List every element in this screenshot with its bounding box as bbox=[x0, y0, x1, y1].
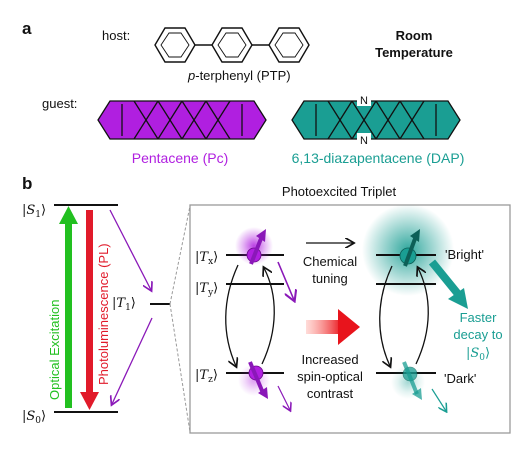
zoom-line-bottom bbox=[169, 303, 191, 433]
pc-dark-spin-icon bbox=[238, 361, 270, 399]
tz-label: |Tz⟩ bbox=[195, 368, 218, 385]
faster-s-letter: S bbox=[470, 346, 479, 361]
ty-letter: T bbox=[199, 281, 209, 296]
optical-excitation-arrow bbox=[59, 206, 78, 408]
t1-letter: T bbox=[116, 296, 126, 311]
tx-label: |Tx⟩ bbox=[195, 250, 218, 267]
s1-letter: S bbox=[26, 203, 35, 218]
host-name-italic: p bbox=[187, 68, 195, 83]
t1-decay-arrow bbox=[112, 317, 153, 404]
isc-arrow bbox=[109, 209, 151, 290]
s0-label: |S0⟩ bbox=[22, 409, 46, 426]
s0-sub: 0 bbox=[35, 416, 41, 426]
s1-sub: 1 bbox=[35, 210, 41, 220]
pc-dark-decay-arrow bbox=[277, 385, 290, 410]
right-isc-curve-down bbox=[379, 265, 393, 366]
chemical-tuning-line2: tuning bbox=[312, 271, 347, 286]
ty-label: |Ty⟩ bbox=[195, 281, 218, 298]
host-label: host: bbox=[102, 28, 130, 43]
pc-bright-spin-icon bbox=[235, 227, 273, 265]
s1-label: |S1⟩ bbox=[22, 203, 46, 220]
dap-nitrogen-bottom: N bbox=[360, 135, 368, 147]
dark-label: 'Dark' bbox=[444, 371, 476, 386]
tz-sub: z bbox=[208, 375, 213, 385]
fast-decay-arrow bbox=[428, 259, 468, 309]
faster-decay-line1: Faster bbox=[460, 310, 498, 325]
tz-letter: T bbox=[199, 368, 209, 383]
pc-bright-decay-arrow bbox=[277, 261, 294, 300]
dap-n-top-bg bbox=[357, 93, 371, 106]
pentacene-structure bbox=[97, 100, 267, 140]
ty-sub: y bbox=[207, 288, 214, 298]
photoexcited-triplet-title: Photoexcited Triplet bbox=[282, 184, 397, 199]
dap-bright-spin-icon bbox=[399, 229, 420, 267]
host-name-rest: -terphenyl (PTP) bbox=[195, 68, 290, 83]
faster-decay-line2: decay to bbox=[453, 327, 502, 342]
faster-s-sub: 0 bbox=[479, 353, 485, 363]
pentacene-name: Pentacene (Pc) bbox=[132, 150, 229, 166]
panel-b-label: b bbox=[22, 174, 32, 193]
p-terphenyl-structure bbox=[154, 27, 310, 63]
t1-sub: 1 bbox=[125, 303, 131, 313]
photoluminescence-label: Photoluminescence (PL) bbox=[96, 243, 111, 385]
bright-label: 'Bright' bbox=[445, 247, 484, 262]
increased-contrast-line1: Increased bbox=[301, 352, 358, 367]
t1-label: |T1⟩ bbox=[112, 296, 136, 313]
dap-dark-decay-arrow bbox=[431, 388, 446, 411]
right-isc-curve-up bbox=[415, 268, 429, 365]
photoluminescence-arrow bbox=[80, 210, 99, 410]
increased-contrast-line3: contrast bbox=[307, 386, 354, 401]
chemical-tuning-line1: Chemical bbox=[303, 254, 357, 269]
panel-a-label: a bbox=[22, 19, 32, 38]
guest-label: guest: bbox=[42, 96, 77, 111]
dap-nitrogen-top: N bbox=[360, 95, 368, 107]
faster-decay-state: |S0⟩ bbox=[466, 346, 490, 363]
triplet-zoom-box bbox=[189, 204, 511, 434]
room-temperature-line2: Temperature bbox=[375, 45, 453, 60]
host-name: p-terphenyl (PTP) bbox=[187, 68, 291, 83]
zoom-line-top bbox=[169, 205, 191, 305]
optical-excitation-label: Optical Excitation bbox=[47, 300, 62, 400]
room-temperature-line1: Room bbox=[396, 28, 433, 43]
increased-contrast-line2: spin-optical bbox=[297, 369, 363, 384]
left-isc-curve-up bbox=[261, 268, 275, 365]
s0-letter: S bbox=[26, 409, 35, 424]
dap-dark-spin-icon bbox=[391, 361, 425, 400]
dap-n-bottom-bg bbox=[357, 133, 371, 146]
dap-structure bbox=[291, 100, 461, 140]
tx-sub: x bbox=[208, 257, 213, 267]
dap-name: 6,13-diazapentacene (DAP) bbox=[292, 150, 465, 166]
left-isc-curve-down bbox=[225, 264, 239, 366]
increased-contrast-arrow bbox=[306, 309, 360, 345]
tx-letter: T bbox=[199, 250, 209, 265]
